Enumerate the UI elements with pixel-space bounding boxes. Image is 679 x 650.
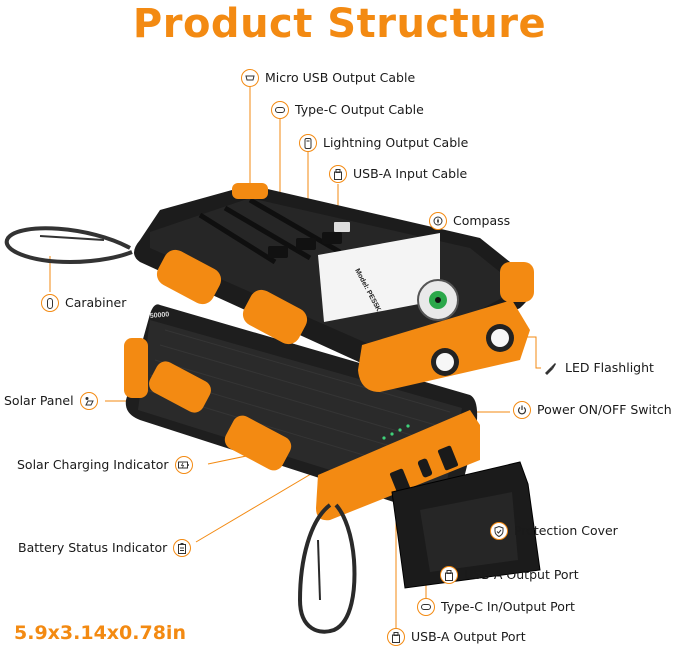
flashlight-icon — [541, 359, 559, 377]
callout-label: LED Flashlight — [565, 360, 654, 375]
page-title: Product Structure — [132, 1, 547, 47]
carabiner-top — [4, 226, 133, 265]
callout-label: Solar Charging Indicator — [17, 457, 169, 472]
callout-usb-a-output-port-2: USB-A Output Port — [387, 627, 526, 647]
callout-label: Carabiner — [65, 295, 127, 310]
carabiner-icon — [41, 294, 59, 312]
power-icon — [513, 401, 531, 419]
type-c-icon — [417, 598, 435, 616]
callout-solar-charging-indicator: Solar Charging Indicator — [17, 455, 193, 475]
callout-micro-usb-cable: Micro USB Output Cable — [241, 68, 415, 88]
solar-panel-icon — [79, 392, 98, 410]
usb-a-icon — [329, 165, 347, 183]
shield-icon — [490, 522, 508, 540]
carabiner-bottom — [297, 503, 357, 634]
callout-label: Type-C Output Cable — [295, 102, 424, 117]
callout-label: Compass — [453, 213, 511, 228]
callout-label: USB-A Input Cable — [353, 166, 468, 181]
callout-label: Solar Panel — [4, 393, 74, 408]
usb-a-icon — [387, 628, 405, 646]
battery-icon — [173, 539, 192, 557]
callout-label: Protection Cover — [514, 523, 618, 538]
power-bank-bottom — [124, 304, 541, 589]
callout-usb-a-input-cable: USB-A Input Cable — [329, 164, 467, 184]
callout-type-c-cable: Type-C Output Cable — [271, 100, 424, 120]
callout-compass: Compass — [429, 211, 510, 231]
type-c-icon — [271, 101, 289, 119]
callout-label: Power ON/OFF Switch — [537, 402, 672, 417]
device-capacity-text: 50000 — [150, 311, 170, 320]
callout-power-switch: Power ON/OFF Switch — [513, 400, 672, 420]
lightning-icon — [299, 134, 317, 152]
callout-label: Lightning Output Cable — [323, 135, 469, 150]
callout-label: USB-A Output Port — [411, 629, 526, 644]
callout-led-flashlight: LED Flashlight — [541, 358, 654, 378]
power-bank-top — [134, 183, 534, 392]
callout-label: USB-A Output Port — [464, 567, 579, 582]
micro-usb-icon — [241, 69, 259, 87]
dimensions-label: 5.9x3.14x0.78in — [14, 622, 186, 644]
callout-label: Type-C In/Output Port — [441, 599, 575, 614]
callout-type-c-port: Type-C In/Output Port — [417, 597, 575, 617]
callout-battery-status-indicator: Battery Status Indicator — [18, 538, 192, 558]
callout-lightning-cable: Lightning Output Cable — [299, 133, 468, 153]
callout-usb-a-output-port-1: USB-A Output Port — [440, 565, 579, 585]
callout-label: Micro USB Output Cable — [265, 70, 416, 85]
callout-label: Battery Status Indicator — [18, 540, 168, 555]
usb-a-icon — [440, 566, 458, 584]
callout-protection-cover: Protection Cover — [490, 521, 618, 541]
battery-charging-icon — [174, 456, 193, 474]
callout-solar-panel: Solar Panel — [4, 391, 98, 411]
callout-carabiner: Carabiner — [41, 293, 126, 313]
compass-icon — [429, 212, 447, 230]
